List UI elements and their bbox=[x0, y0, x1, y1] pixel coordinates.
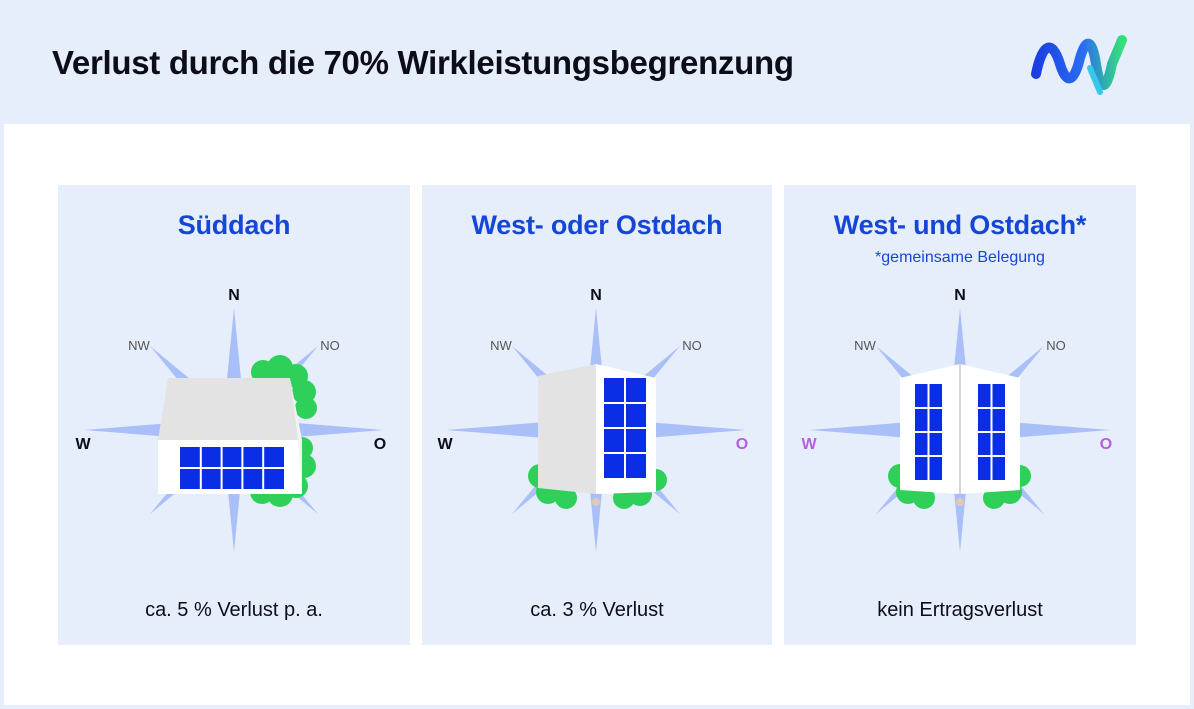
compass-w: W bbox=[801, 436, 817, 453]
mvv-logo-icon bbox=[1031, 35, 1127, 95]
compass-o: O bbox=[374, 436, 386, 453]
panel-caption: kein Ertragsverlust bbox=[877, 599, 1043, 621]
panel-title: Süddach bbox=[177, 210, 291, 240]
compass-n: N bbox=[954, 287, 966, 304]
header: Verlust durch die 70% Wirkleistungsbegre… bbox=[0, 0, 1194, 124]
compass-no: NO bbox=[320, 338, 340, 353]
compass-n: N bbox=[228, 287, 240, 304]
compass-nw: NW bbox=[128, 338, 150, 353]
panel-title: West- oder Ostdach bbox=[471, 210, 723, 240]
compass-south-roof: N NW NO W O bbox=[75, 287, 386, 552]
compass-o: O bbox=[1100, 436, 1112, 453]
compass-w: W bbox=[437, 436, 453, 453]
compass-n: N bbox=[590, 287, 602, 304]
panel-subtitle: *gemeinsame Belegung bbox=[875, 249, 1045, 266]
compass-o: O bbox=[736, 436, 748, 453]
compass-no: NO bbox=[1046, 338, 1066, 353]
house-south-roof bbox=[158, 378, 302, 494]
house-east-west-roof bbox=[900, 364, 1020, 506]
page-title: Verlust durch die 70% Wirkleistungsbegre… bbox=[52, 44, 794, 81]
panel-south-roof: Süddach N NW NO W O bbox=[58, 185, 410, 645]
compass-nw: NW bbox=[854, 338, 876, 353]
panel-caption: ca. 5 % Verlust p. a. bbox=[145, 599, 323, 621]
compass-no: NO bbox=[682, 338, 702, 353]
panel-west-and-east-roof: West- und Ostdach* *gemeinsame Belegung bbox=[784, 185, 1136, 645]
panel-title: West- und Ostdach* bbox=[833, 210, 1087, 240]
compass-nw: NW bbox=[490, 338, 512, 353]
panel-west-or-east-roof: West- oder Ostdach N NW NO W O bbox=[422, 185, 772, 645]
compass-w: W bbox=[75, 436, 91, 453]
panel-caption: ca. 3 % Verlust bbox=[530, 599, 664, 621]
house-east-roof bbox=[538, 364, 656, 506]
compass-west-and-east-roof: N NW NO W O bbox=[801, 287, 1112, 552]
compass-west-or-east-roof: N NW NO W O bbox=[437, 287, 748, 552]
